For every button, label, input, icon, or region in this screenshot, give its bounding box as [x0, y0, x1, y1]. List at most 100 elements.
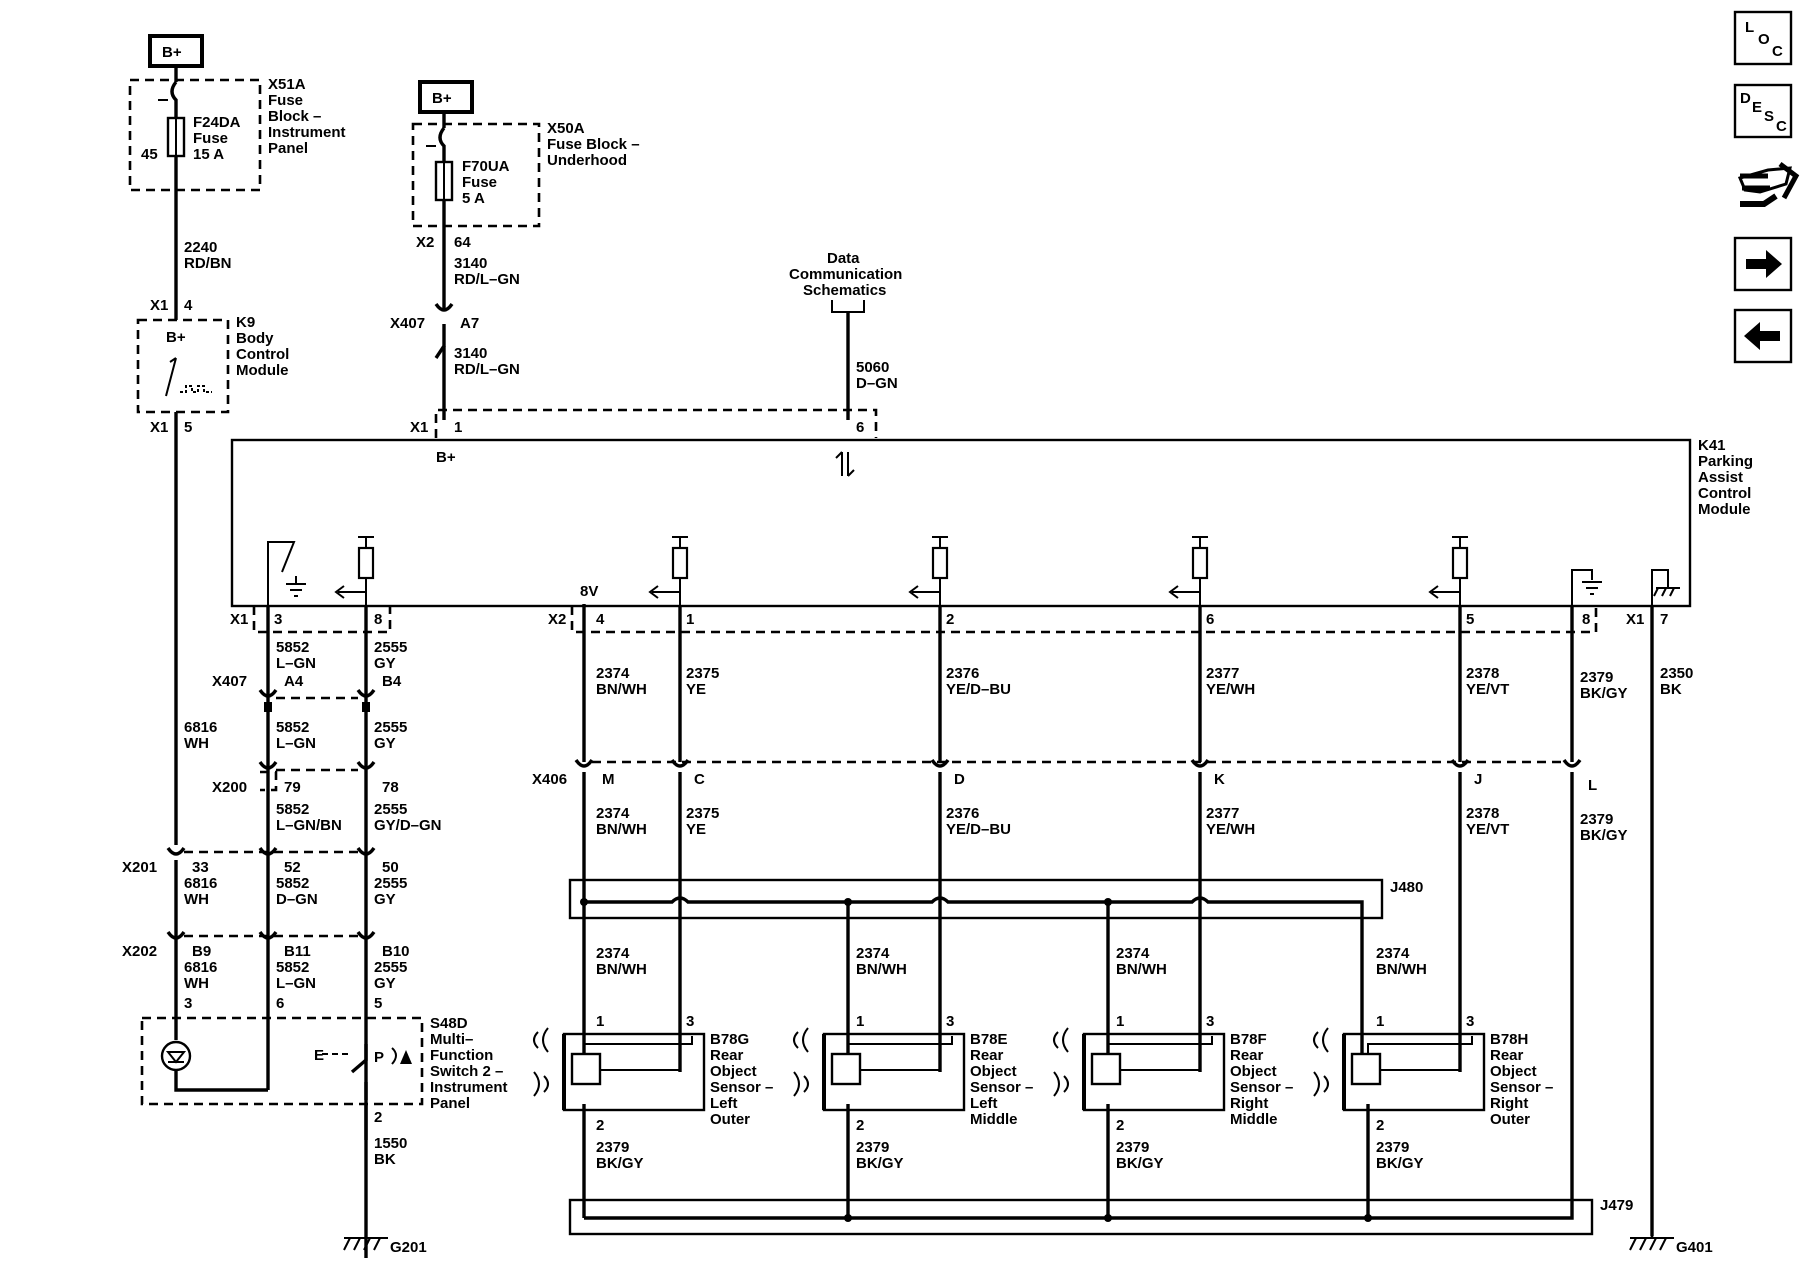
bcm-conn-top: X1 — [150, 297, 168, 314]
k41-ref: K41 — [1698, 437, 1726, 454]
fuse-ip-ref: X51A — [268, 76, 306, 93]
k41-desc-4: Module — [1698, 501, 1751, 518]
wire-g3-color: BK/GY — [1116, 1155, 1164, 1172]
sensor-b78g: 1 3 2 B78G Rear Object Sensor – Left Out… — [533, 1013, 773, 1134]
prev-arrow-icon[interactable] — [1733, 308, 1793, 364]
wire-2376b-number: 2376 — [946, 805, 979, 822]
wire-s3-number: 2374 — [1116, 945, 1150, 962]
s48d-outline — [140, 1016, 424, 1106]
wire-2374a-color: BN/WH — [596, 681, 647, 698]
x1-top-label: X1 — [410, 419, 428, 436]
wire-5852a-number: 5852 — [276, 639, 309, 656]
s48-p6: 6 — [276, 995, 284, 1012]
sensor-b78e-desc-2: Object — [970, 1063, 1017, 1080]
sensor-b78f-desc-4: Right — [1230, 1095, 1268, 1112]
wire-2555c-number: 2555 — [374, 801, 407, 818]
loc-letter-l: L — [1745, 19, 1754, 36]
wire-6816a-number: 6816 — [184, 719, 217, 736]
fuse-block-ip-outline — [128, 78, 262, 192]
sensor-b78e-desc-3: Sensor – — [970, 1079, 1033, 1096]
wire-g2-number: 2379 — [856, 1139, 889, 1156]
wire-6816b-number: 6816 — [184, 875, 217, 892]
wire-5852d-color: D–GN — [276, 891, 318, 908]
k41-8v: 8V — [580, 583, 598, 600]
fuse-ip-desc-4: Panel — [268, 140, 308, 157]
sensor-b78h-p3: 3 — [1466, 1013, 1474, 1030]
wire-5852b-color: L–GN — [276, 735, 316, 752]
fuse-f24da-type: Fuse — [193, 130, 228, 147]
wire-s4-color: BN/WH — [1376, 961, 1427, 978]
s48d-desc-2: Function — [430, 1047, 493, 1064]
sensor-b78e-desc-1: Rear — [970, 1047, 1004, 1064]
x202-label: X202 — [122, 943, 157, 960]
wire-2379a-color: BK/GY — [1580, 685, 1628, 702]
wire-s2-color: BN/WH — [856, 961, 907, 978]
wire-g4-color: BK/GY — [1376, 1155, 1424, 1172]
sensor-b78e-ref: B78E — [970, 1031, 1008, 1048]
x202-b11: B11 — [284, 943, 311, 960]
wire-2377b-color: YE/WH — [1206, 821, 1255, 838]
data-comm-line-1: Data — [827, 250, 860, 267]
fuse-f24da-label: F24DA — [193, 114, 241, 131]
data-comm-line-2: Communication — [789, 266, 902, 283]
wire-g1-number: 2379 — [596, 1139, 629, 1156]
wire-2375b-color: YE — [686, 821, 706, 838]
bcm-pin-top: 4 — [184, 297, 193, 314]
fuse-ip-desc-1: Fuse — [268, 92, 303, 109]
wire-2375a-number: 2375 — [686, 665, 719, 682]
wire-2379b-number: 2379 — [1580, 811, 1613, 828]
data-comm-line-3: Schematics — [803, 282, 886, 299]
sensor-b78h-p1: 1 — [1376, 1013, 1384, 1030]
wire-3140b-color: RD/L–GN — [454, 361, 520, 378]
x200-p78: 78 — [382, 779, 399, 796]
loc-button[interactable]: L O C — [1733, 10, 1793, 66]
x202-b9: B9 — [192, 943, 211, 960]
wire-2376a-color: YE/D–BU — [946, 681, 1011, 698]
x1-right-label: X1 — [1626, 611, 1644, 628]
x1-left-label: X1 — [230, 611, 248, 628]
k41-desc-2: Assist — [1698, 469, 1743, 486]
wire-2555a-number: 2555 — [374, 639, 407, 656]
x2-label: X2 — [548, 611, 566, 628]
sensor-b78f-wave-icon — [1053, 1027, 1069, 1097]
bplus-box-left: B+ — [148, 34, 204, 68]
sensor-b78g-p2: 2 — [596, 1117, 604, 1134]
fuse-f24da-rating: 15 A — [193, 146, 224, 163]
next-arrow-icon[interactable] — [1733, 236, 1793, 292]
wire-2377a-color: YE/WH — [1206, 681, 1255, 698]
loc-letter-o: O — [1758, 31, 1770, 48]
bcm-outline — [136, 318, 230, 414]
s48d-switch-icon — [350, 1044, 368, 1100]
sensor-b78h-desc-2: Object — [1490, 1063, 1537, 1080]
bcm-ref: K9 — [236, 314, 255, 331]
s48d-ref: S48D — [430, 1015, 468, 1032]
sensor-b78h: 1 3 2 B78H Rear Object Sensor – Right Ou… — [1313, 1013, 1553, 1134]
wire-2375a-color: YE — [686, 681, 706, 698]
bcm-conn-bot: X1 — [150, 419, 168, 436]
wire-g2-color: BK/GY — [856, 1155, 904, 1172]
bcm-bplus: B+ — [166, 329, 186, 346]
x407-a7: A7 — [460, 315, 479, 332]
desc-letter-e: E — [1752, 99, 1762, 116]
sensor-b78e: 1 3 2 B78E Rear Object Sensor – Left Mid… — [793, 1013, 1033, 1134]
s48d-desc-1: Multi– — [430, 1031, 473, 1048]
j479-label: J479 — [1600, 1197, 1633, 1214]
wire-3140b-number: 3140 — [454, 345, 487, 362]
wire-2350-number: 2350 — [1660, 665, 1693, 682]
g401-ground-icon — [1629, 1237, 1674, 1251]
s48-p3: 3 — [184, 995, 192, 1012]
sensor-b78e-p2: 2 — [856, 1117, 864, 1134]
desc-button[interactable]: D E S C — [1733, 83, 1793, 139]
bcm-switch-icon — [165, 357, 177, 397]
wire-5060-number: 5060 — [856, 359, 889, 376]
desc-letter-s: S — [1764, 108, 1774, 125]
sensor-b78g-desc-3: Sensor – — [710, 1079, 773, 1096]
wire-g3-number: 2379 — [1116, 1139, 1149, 1156]
x407-label-top: X407 — [390, 315, 425, 332]
sensor-b78g-p1: 1 — [596, 1013, 604, 1030]
wire-5852e-color: L–GN — [276, 975, 316, 992]
sensor-b78f-ref: B78F — [1230, 1031, 1267, 1048]
sensor-b78e-wave-icon — [793, 1027, 809, 1097]
connector-icon[interactable] — [1737, 162, 1800, 207]
